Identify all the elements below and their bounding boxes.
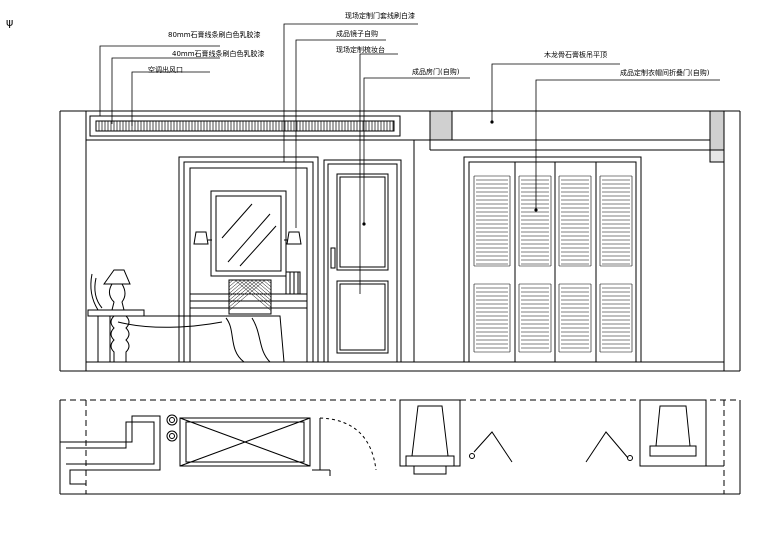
- annotation-cornice-40: 40mm石膏线条刷白色乳胶漆: [172, 50, 265, 58]
- folding-doors: [463, 156, 642, 363]
- elevation-outline: [59, 110, 741, 372]
- ac-vent: [89, 115, 401, 137]
- ceiling-columns: [429, 110, 725, 163]
- leader-lines: [99, 23, 720, 294]
- bedside-table: [87, 309, 145, 362]
- section-mark: ψ: [6, 16, 14, 29]
- annotation-folding-door: 成品定制衣帽间折叠门(自购): [620, 69, 710, 77]
- mirror: [210, 190, 287, 277]
- annotation-dressing-table: 现场定制梳妆台: [336, 46, 385, 54]
- annotation-mirror: 成品镜子自购: [336, 30, 378, 38]
- floor-plan: [59, 399, 741, 495]
- annotation-ac-vent: 空调出风口: [148, 66, 183, 74]
- chair: [228, 279, 272, 315]
- alcove-frame: [178, 156, 319, 363]
- bed: [109, 315, 285, 363]
- annotation-ceiling: 木龙骨石膏板吊平顶: [544, 51, 607, 59]
- room-door: [323, 159, 402, 363]
- annotation-cornice-80: 80mm石膏线条刷白色乳胶漆: [168, 31, 261, 39]
- table-lamp: [90, 269, 131, 311]
- wall-lamps: [193, 231, 302, 245]
- annotation-room-door: 成品房门(自购): [412, 68, 460, 76]
- annotation-door-trim: 现场定制门套线刷白漆: [345, 12, 415, 20]
- dressing-table: [189, 271, 308, 309]
